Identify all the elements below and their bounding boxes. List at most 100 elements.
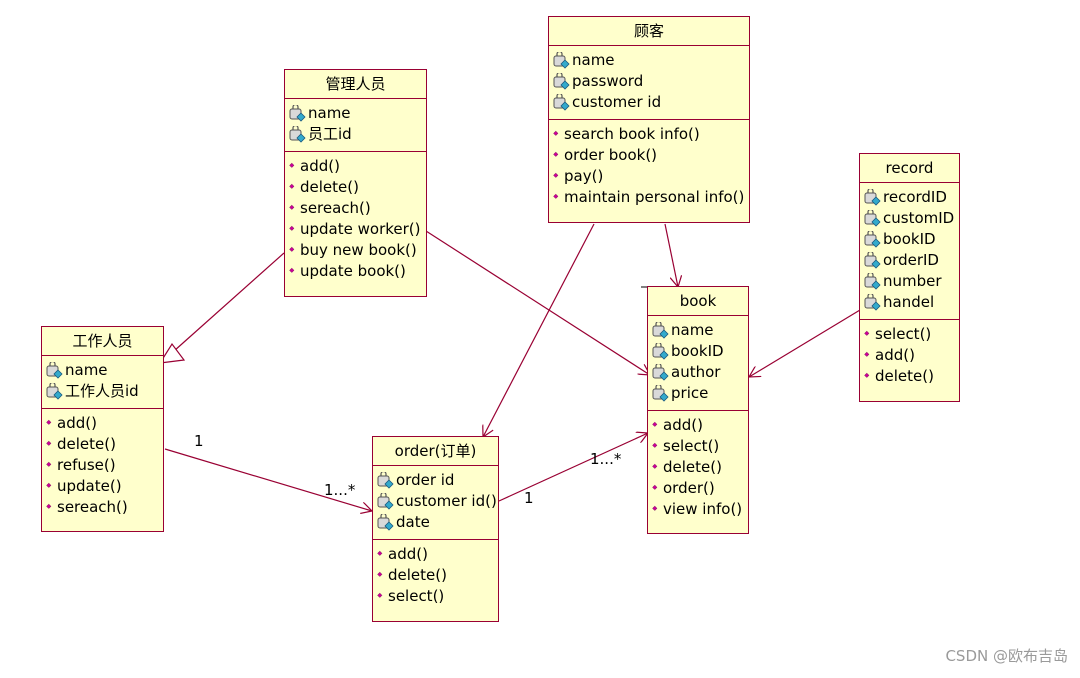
attribute-label: bookID bbox=[671, 342, 724, 360]
method-row: view info() bbox=[652, 499, 744, 520]
method-row: add() bbox=[46, 413, 159, 434]
edge-customer-order bbox=[483, 223, 595, 437]
attribute-icon bbox=[864, 293, 881, 311]
method-icon bbox=[289, 183, 295, 189]
method-icon bbox=[864, 351, 870, 357]
edge-order-book bbox=[498, 433, 648, 502]
attribute-label: name bbox=[572, 51, 615, 69]
method-icon bbox=[652, 421, 658, 427]
attribute-row: recordID bbox=[864, 187, 955, 208]
attribute-label: number bbox=[883, 272, 942, 290]
edge-record-book bbox=[749, 309, 861, 377]
method-icon bbox=[652, 442, 658, 448]
method-icon bbox=[46, 419, 52, 425]
method-icon bbox=[652, 463, 658, 469]
multiplicity-worker-order-target: 1...* bbox=[324, 481, 356, 499]
method-icon bbox=[377, 571, 383, 577]
method-section: add()select()delete()order()view info() bbox=[648, 410, 748, 526]
multiplicity-order-book-source: 1 bbox=[524, 489, 534, 507]
method-label: update() bbox=[57, 477, 122, 495]
method-section: add()delete()refuse()update()sereach() bbox=[42, 408, 163, 524]
method-row: add() bbox=[377, 544, 494, 565]
class-title: 管理人员 bbox=[285, 70, 426, 99]
attribute-label: author bbox=[671, 363, 721, 381]
method-row: select() bbox=[652, 436, 744, 457]
method-section: add()delete() select() bbox=[373, 539, 498, 613]
method-row: update book() bbox=[289, 261, 422, 282]
method-icon bbox=[377, 550, 383, 556]
method-icon bbox=[553, 172, 559, 178]
method-row: select() bbox=[377, 586, 494, 607]
edge-customer-book bbox=[664, 223, 678, 287]
class-title: 工作人员 bbox=[42, 327, 163, 356]
method-row: delete() bbox=[377, 565, 494, 586]
method-label: search book info() bbox=[564, 125, 700, 143]
method-label: order book() bbox=[564, 146, 658, 164]
method-icon bbox=[289, 204, 295, 210]
attribute-icon bbox=[652, 384, 669, 402]
attribute-row: password bbox=[553, 71, 745, 92]
method-icon bbox=[864, 372, 870, 378]
method-section: add()delete()sereach()update worker()buy… bbox=[285, 151, 426, 288]
attribute-label: orderID bbox=[883, 251, 939, 269]
method-icon bbox=[289, 246, 295, 252]
method-row: order() bbox=[652, 478, 744, 499]
attribute-label: password bbox=[572, 72, 644, 90]
method-label: update worker() bbox=[300, 220, 421, 238]
method-row: update worker() bbox=[289, 219, 422, 240]
method-row: add() bbox=[289, 156, 422, 177]
method-label: update book() bbox=[300, 262, 406, 280]
attribute-icon bbox=[46, 361, 63, 379]
generalization-triangle bbox=[158, 342, 186, 364]
method-icon bbox=[553, 130, 559, 136]
multiplicity-worker-order-source: 1 bbox=[194, 432, 204, 450]
attribute-icon bbox=[652, 321, 669, 339]
method-label: add() bbox=[875, 346, 915, 364]
attribute-icon bbox=[652, 363, 669, 381]
attribute-icon bbox=[553, 72, 570, 90]
edge-worker-order bbox=[164, 448, 372, 511]
attribute-row: customID bbox=[864, 208, 955, 229]
class-title: order(订单) bbox=[373, 437, 498, 466]
attribute-icon bbox=[553, 93, 570, 111]
method-row: sereach() bbox=[46, 497, 159, 518]
attribute-row: price bbox=[652, 383, 744, 404]
method-icon bbox=[652, 505, 658, 511]
attribute-icon bbox=[553, 51, 570, 69]
method-row: add() bbox=[864, 345, 955, 366]
method-row: delete() bbox=[46, 434, 159, 455]
method-label: delete() bbox=[875, 367, 934, 385]
attribute-label: customID bbox=[883, 209, 955, 227]
attribute-label: 工作人员id bbox=[65, 382, 139, 400]
attribute-row: order id bbox=[377, 470, 494, 491]
attribute-icon bbox=[864, 230, 881, 248]
method-icon bbox=[553, 151, 559, 157]
attribute-label: name bbox=[65, 361, 108, 379]
attribute-label: price bbox=[671, 384, 709, 402]
attribute-row: date bbox=[377, 512, 494, 533]
attribute-row: author bbox=[652, 362, 744, 383]
attribute-row: 工作人员id bbox=[46, 381, 159, 402]
class-title: record bbox=[860, 154, 959, 183]
method-label: sereach() bbox=[300, 199, 371, 217]
method-label: add() bbox=[663, 416, 703, 434]
method-row: maintain personal info() bbox=[553, 187, 745, 208]
method-label: add() bbox=[300, 157, 340, 175]
method-icon bbox=[46, 482, 52, 488]
method-label: delete() bbox=[388, 566, 447, 584]
method-label: select() bbox=[875, 325, 932, 343]
attribute-row: customer id() bbox=[377, 491, 497, 512]
edge-manager-book bbox=[425, 230, 650, 375]
attribute-icon bbox=[652, 342, 669, 360]
method-row: pay() bbox=[553, 166, 745, 187]
